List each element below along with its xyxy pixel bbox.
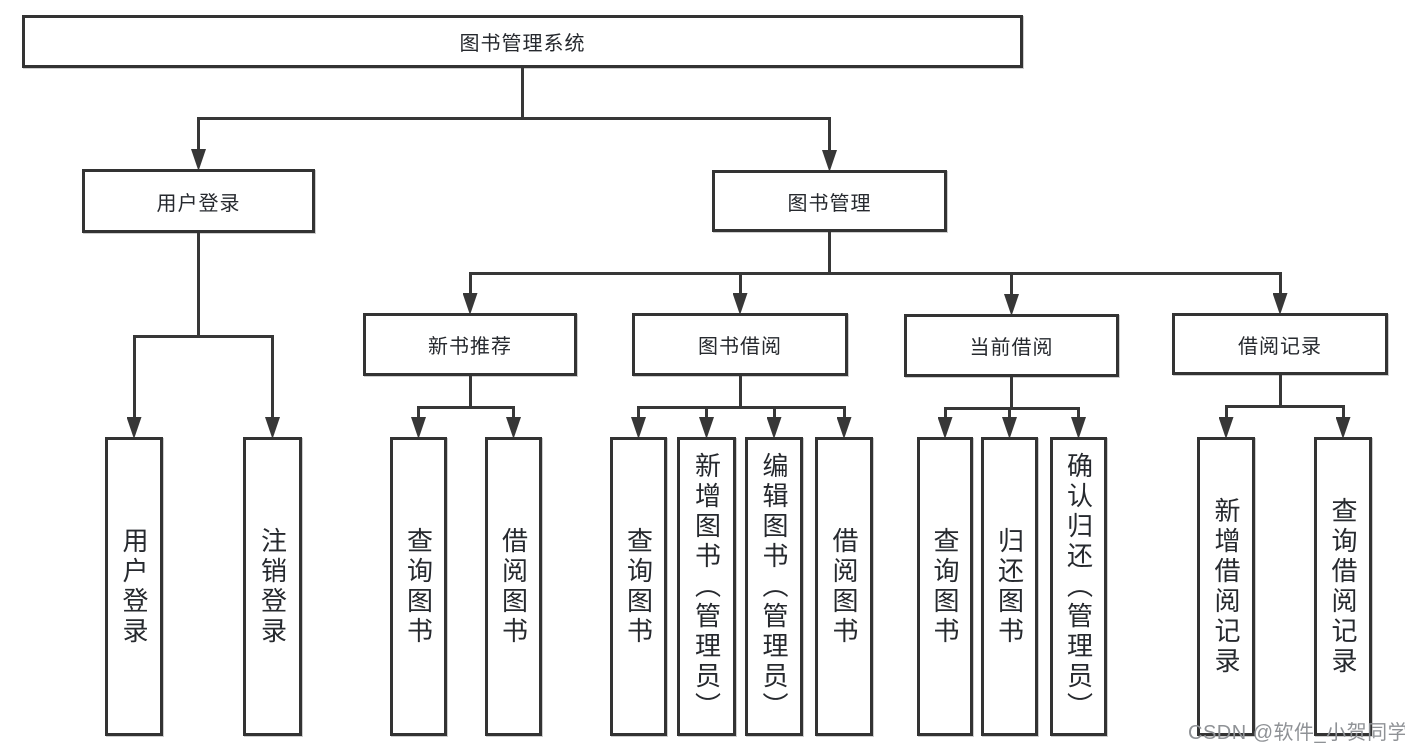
connector-segment xyxy=(512,407,515,419)
node-label-book-borrow: 图书借阅 xyxy=(698,336,782,358)
node-edit-books: 编辑图书（管理员） xyxy=(745,437,803,736)
connector-segment xyxy=(738,273,742,295)
arrowhead-icon xyxy=(732,293,748,315)
connector-segment xyxy=(271,336,274,419)
node-user-login-leaf: 用户登录 xyxy=(105,437,163,736)
arrowhead-icon xyxy=(506,417,521,439)
connector-segment xyxy=(468,271,1282,275)
watermark: CSDN @软件_小贺同学 xyxy=(1188,722,1405,744)
arrowhead-icon xyxy=(411,417,426,439)
arrowhead-icon xyxy=(462,293,478,315)
arrowhead-icon xyxy=(1002,417,1017,439)
arrowhead-icon xyxy=(1335,417,1351,439)
node-query-books-3: 查询图书 xyxy=(917,437,973,736)
arrowhead-icon xyxy=(937,417,953,439)
node-new-book-rec: 新书推荐 xyxy=(363,313,577,376)
connector-segment xyxy=(132,334,274,338)
node-borrow-books-1: 借阅图书 xyxy=(485,437,542,736)
connector-segment xyxy=(197,118,200,151)
node-label-borrow-books-2: 借阅图书 xyxy=(829,526,859,647)
node-add-borrow-record: 新增借阅记录 xyxy=(1197,437,1255,736)
arrowhead-icon xyxy=(631,417,646,439)
node-label-query-books-3: 查询图书 xyxy=(930,526,960,647)
node-label-query-borrow-record: 查询借阅记录 xyxy=(1328,496,1358,677)
connector-segment xyxy=(417,407,420,419)
node-label-root: 图书管理系统 xyxy=(459,33,586,55)
connector-segment xyxy=(468,273,472,295)
connector-segment xyxy=(637,407,640,419)
node-logout: 注销登录 xyxy=(243,437,302,736)
node-label-edit-books: 编辑图书（管理员） xyxy=(759,451,789,722)
connector-segment xyxy=(772,407,776,419)
connector-segment xyxy=(1278,375,1282,406)
node-label-confirm-return: 确认归还（管理员） xyxy=(1063,451,1094,722)
arrowhead-icon xyxy=(1004,294,1019,316)
node-label-new-book-rec: 新书推荐 xyxy=(428,336,512,358)
arrowhead-icon xyxy=(822,150,837,172)
node-label-add-books: 新增图书（管理员） xyxy=(691,451,722,722)
node-confirm-return: 确认归还（管理员） xyxy=(1050,437,1107,736)
node-label-query-books-2: 查询图书 xyxy=(623,526,654,647)
node-label-user-login: 用户登录 xyxy=(156,192,241,215)
connector-segment xyxy=(637,405,846,409)
arrowhead-icon xyxy=(191,149,206,171)
node-label-user-login-leaf: 用户登录 xyxy=(119,526,149,647)
arrowhead-icon xyxy=(699,417,714,439)
node-query-borrow-record: 查询借阅记录 xyxy=(1314,437,1372,736)
node-label-borrow-books-1: 借阅图书 xyxy=(498,526,529,647)
connector-segment xyxy=(705,407,708,419)
arrowhead-icon xyxy=(1218,417,1234,439)
connector-segment xyxy=(828,118,831,152)
node-return-books: 归还图书 xyxy=(981,437,1038,736)
node-query-books-1: 查询图书 xyxy=(390,437,447,736)
node-current-borrow: 当前借阅 xyxy=(904,314,1119,377)
connector-segment xyxy=(943,408,947,419)
node-label-book-mgmt: 图书管理 xyxy=(787,192,872,215)
connector-segment xyxy=(197,233,200,336)
connector-segment xyxy=(1341,406,1345,419)
connector-segment xyxy=(828,232,831,273)
arrowhead-icon xyxy=(836,417,852,439)
connector-segment xyxy=(1010,273,1013,296)
node-label-return-books: 归还图书 xyxy=(994,526,1025,647)
connector-segment xyxy=(738,376,742,407)
arrowhead-icon xyxy=(1272,293,1288,315)
connector-segment xyxy=(1077,408,1080,419)
connector-segment xyxy=(468,376,472,407)
connector-segment xyxy=(1010,377,1013,408)
node-user-login: 用户登录 xyxy=(82,169,315,233)
node-root: 图书管理系统 xyxy=(22,15,1023,68)
node-label-borrow-record: 借阅记录 xyxy=(1238,335,1322,358)
connector-segment xyxy=(521,68,524,118)
connector-segment xyxy=(842,407,846,419)
connector-segment xyxy=(1224,404,1345,408)
arrowhead-icon xyxy=(766,417,782,439)
node-label-query-books-1: 查询图书 xyxy=(403,526,434,647)
arrowhead-icon xyxy=(265,417,280,439)
node-borrow-books-2: 借阅图书 xyxy=(815,437,873,736)
node-book-mgmt: 图书管理 xyxy=(712,170,947,232)
arrowhead-icon xyxy=(1071,417,1086,439)
node-query-books-2: 查询图书 xyxy=(610,437,667,736)
node-label-logout: 注销登录 xyxy=(257,526,288,647)
node-label-current-borrow: 当前借阅 xyxy=(969,337,1054,359)
node-book-borrow: 图书借阅 xyxy=(632,313,848,376)
node-borrow-record: 借阅记录 xyxy=(1172,313,1388,375)
connector-segment xyxy=(132,336,136,419)
node-label-add-borrow-record: 新增借阅记录 xyxy=(1211,496,1241,677)
connector-segment xyxy=(1278,273,1282,295)
connector-segment xyxy=(1008,408,1011,419)
connector-segment xyxy=(1224,406,1228,419)
arrowhead-icon xyxy=(126,417,142,439)
connector-segment xyxy=(943,406,1080,410)
connector-segment xyxy=(197,116,831,120)
connector-segment xyxy=(417,405,515,409)
node-add-books: 新增图书（管理员） xyxy=(677,437,736,736)
